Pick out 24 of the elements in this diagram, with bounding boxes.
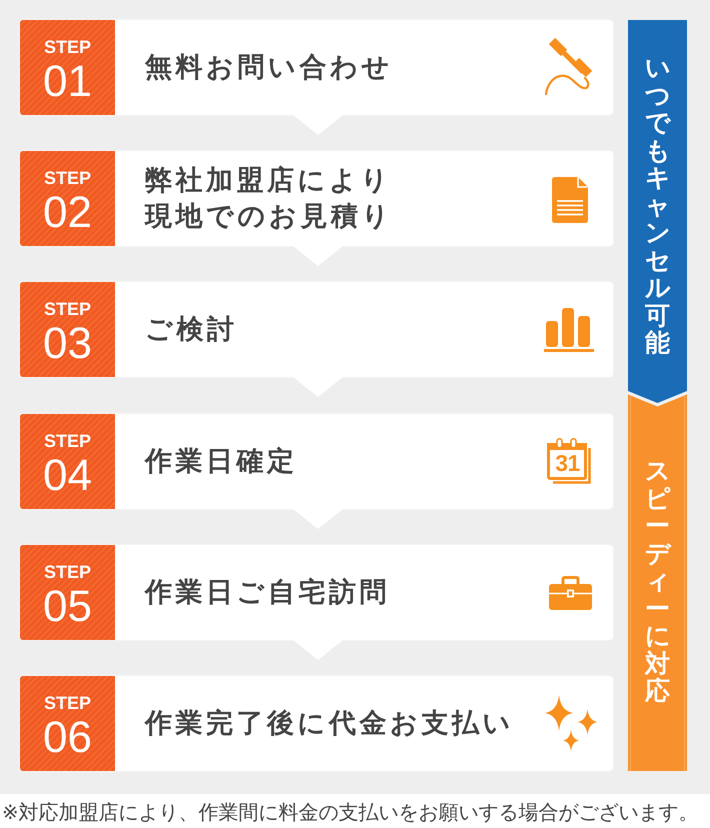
step-title: 弊社加盟店により現地でのお見積り: [145, 164, 394, 234]
step-number: 04: [43, 454, 92, 498]
step-number: 01: [43, 60, 92, 104]
step-number: 02: [43, 191, 92, 235]
step-title: ご検討: [145, 312, 238, 347]
step-label: STEP: [44, 38, 91, 56]
step-card: [20, 676, 613, 771]
step-number: 05: [43, 585, 92, 629]
step-number: 03: [43, 322, 92, 366]
step-label: STEP: [44, 563, 91, 581]
step-label: STEP: [44, 432, 91, 450]
footnote: ※対応加盟店により、作業間に料金の支払いをお願いする場合がございます。: [2, 800, 699, 826]
step-label: STEP: [44, 694, 91, 712]
step-title: 作業日ご自宅訪問: [145, 576, 390, 610]
vertical-banner: [628, 20, 687, 403]
step-title: 作業日確定: [145, 444, 298, 479]
step-number: 06: [43, 716, 92, 760]
step-label: STEP: [44, 169, 91, 187]
date-number: 31: [554, 452, 581, 475]
step-title: 無料お問い合わせ: [145, 50, 393, 85]
step-title: 作業完了後に代金お支払い: [145, 706, 514, 741]
step-label: STEP: [44, 300, 91, 318]
banner-text: いつでもキャンセル可能: [645, 54, 670, 357]
banner-text: スピーディーに対応: [645, 457, 670, 705]
